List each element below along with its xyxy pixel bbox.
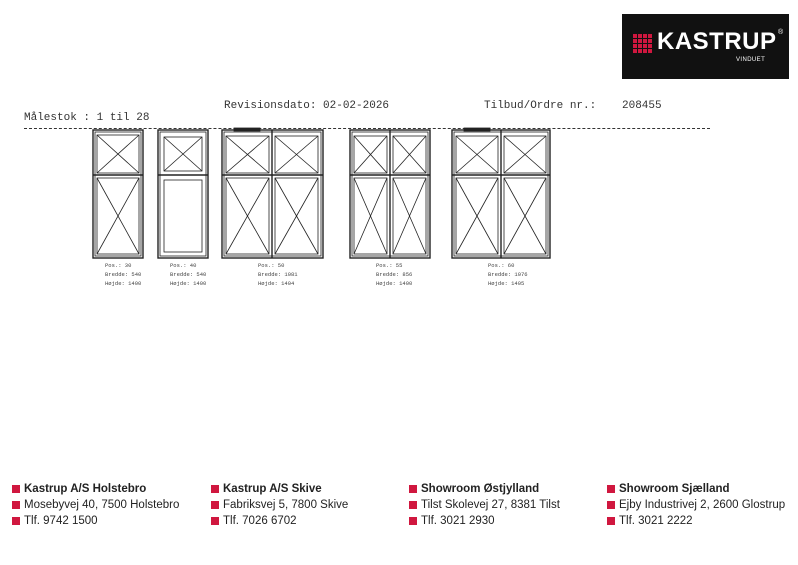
window-drawing-pos-60 <box>451 127 551 259</box>
pos-40-label: Pos.: 40 <box>170 262 196 269</box>
pos-60-label: Pos.: 60 <box>488 262 514 269</box>
location-name: Showroom Østjylland <box>409 481 560 497</box>
window-drawing-pos-40 <box>157 129 209 259</box>
pos-60-height: Højde: 1405 <box>488 280 524 287</box>
window-drawing-pos-50 <box>221 127 324 259</box>
location-phone: Tlf. 3021 2930 <box>409 513 560 529</box>
location-address: Mosebyvej 40, 7500 Holstebro <box>12 497 179 513</box>
scale-label: Målestok : 1 til 28 <box>24 112 150 124</box>
window-drawing-pos-30 <box>92 129 144 259</box>
window-drawing-pos-55 <box>349 129 431 259</box>
header-divider <box>24 128 710 129</box>
pos-50-label: Pos.: 50 <box>258 262 284 269</box>
pos-50-height: Højde: 1404 <box>258 280 295 287</box>
pos-30-height: Højde: 1400 <box>105 280 141 287</box>
logo-wordmark: KASTRUP <box>657 28 777 55</box>
logo-registered-mark: ® <box>778 29 784 36</box>
order-number-label: Tilbud/Ordre nr.: <box>484 100 597 112</box>
location-address: Fabriksvej 5, 7800 Skive <box>211 497 348 513</box>
footer-location-ostjylland: Showroom Østjylland Tilst Skolevej 27, 8… <box>409 481 560 529</box>
location-name: Kastrup A/S Holstebro <box>12 481 179 497</box>
kastrup-logo: KASTRUP ® VINDUET <box>622 14 789 79</box>
pos-40-height: Højde: 1400 <box>170 280 206 287</box>
location-name: Showroom Sjælland <box>607 481 785 497</box>
location-name: Kastrup A/S Skive <box>211 481 348 497</box>
pos-40-width: Bredde: 540 <box>170 271 206 278</box>
footer-location-sjaelland: Showroom Sjælland Ejby Industrivej 2, 26… <box>607 481 785 529</box>
revision-date: Revisionsdato: 02-02-2026 <box>224 100 390 112</box>
pos-60-width: Bredde: 1076 <box>488 271 528 278</box>
location-phone: Tlf. 7026 6702 <box>211 513 348 529</box>
footer-location-skive: Kastrup A/S Skive Fabriksvej 5, 7800 Ski… <box>211 481 348 529</box>
pos-50-width: Bredde: 1081 <box>258 271 298 278</box>
window-drawings: Pos.: 30 Bredde: 540 Højde: 1400 Pos.: 4… <box>92 127 551 287</box>
location-address: Ejby Industrivej 2, 2600 Glostrup <box>607 497 785 513</box>
pos-55-height: Højde: 1400 <box>376 280 412 287</box>
pos-30-label: Pos.: 30 <box>105 262 131 269</box>
logo-subtitle: VINDUET <box>736 57 766 63</box>
pos-55-width: Bredde: 856 <box>376 271 412 278</box>
location-phone: Tlf. 9742 1500 <box>12 513 179 529</box>
location-address: Tilst Skolevej 27, 8381 Tilst <box>409 497 560 513</box>
order-number-value: 208455 <box>622 100 662 112</box>
logo-grid-icon <box>633 34 652 53</box>
pos-30-width: Bredde: 540 <box>105 271 141 278</box>
location-phone: Tlf. 3021 2222 <box>607 513 785 529</box>
footer-location-holstebro: Kastrup A/S Holstebro Mosebyvej 40, 7500… <box>12 481 179 529</box>
pos-55-label: Pos.: 55 <box>376 262 402 269</box>
